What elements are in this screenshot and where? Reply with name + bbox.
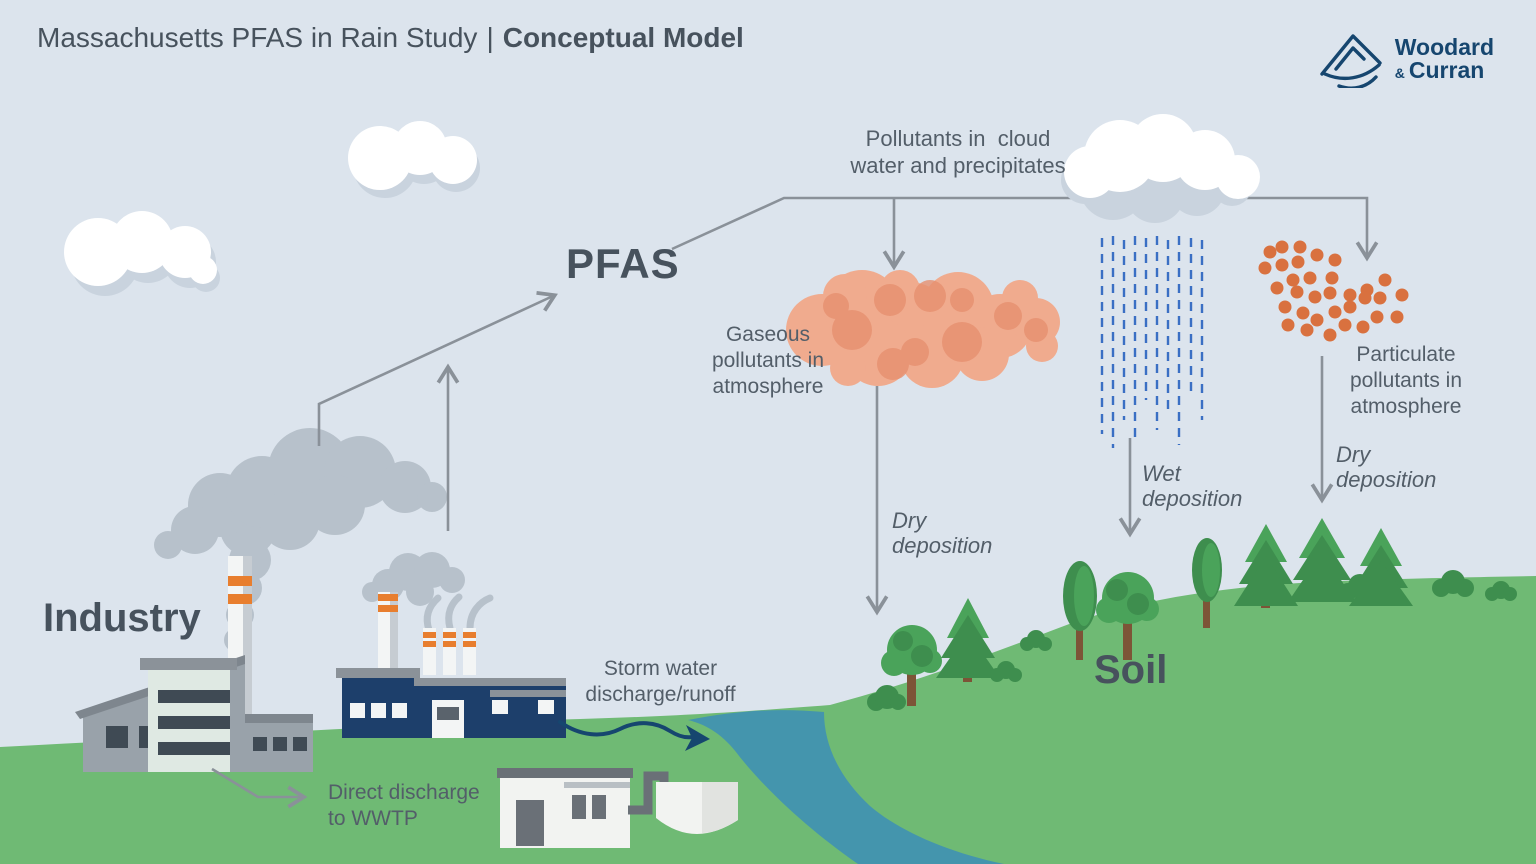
title-main: Massachusetts PFAS in Rain Study	[37, 22, 478, 53]
pathway-arrows	[317, 196, 1379, 616]
arrow-storm-water	[558, 720, 710, 751]
chimney-smoke-wisp	[423, 594, 442, 634]
round-tree	[1096, 572, 1159, 660]
pine-tree	[936, 598, 1000, 682]
pine-tree	[1234, 524, 1298, 608]
soil-label: Soil	[1094, 648, 1168, 692]
cloud-left-upper	[348, 121, 480, 198]
round-tree	[881, 625, 942, 706]
arrow-to-particulate	[1229, 196, 1379, 262]
industry-label: Industry	[43, 596, 201, 640]
river	[688, 710, 1004, 864]
chimney-smoke-wisp	[466, 594, 494, 632]
page-title: Massachusetts PFAS in Rain Study | Concept…	[37, 22, 744, 54]
logo-text: Woodard &Curran	[1395, 36, 1494, 82]
hill-vegetation	[867, 518, 1517, 711]
rain-cloud	[1061, 114, 1260, 223]
bush	[867, 685, 906, 711]
oval-tree	[1192, 538, 1222, 628]
arrow-direct-discharge	[211, 767, 308, 809]
factory-smoke-plume-large	[154, 428, 447, 652]
bush	[1432, 570, 1474, 597]
bush	[1485, 581, 1517, 601]
wwtp-door	[516, 800, 544, 846]
pine-tree	[1288, 518, 1356, 602]
pfas-label: PFAS	[566, 240, 680, 287]
factory-smoke-plume-small	[362, 552, 465, 606]
wet-deposition-label: Wet deposition	[1142, 461, 1243, 512]
dry-deposition-gaseous-label: Dry deposition	[892, 508, 993, 559]
line-pfas-to-cloud	[671, 196, 1077, 251]
particulate-pollutants-label: Particulate pollutants in atmosphere	[1349, 343, 1463, 419]
cloud-left-lower	[64, 211, 220, 296]
title-separator: |	[486, 22, 494, 53]
woodard-curran-logo: Woodard &Curran	[1317, 30, 1494, 88]
woodard-curran-logo-icon	[1320, 34, 1382, 88]
oval-tree	[1063, 561, 1097, 660]
bush	[990, 661, 1022, 682]
rain-dashes	[1100, 236, 1204, 448]
title-subtitle: Conceptual Model	[502, 22, 744, 53]
arrow-smoke-to-pfas	[317, 291, 558, 446]
direct-discharge-label: Direct discharge to WWTP	[328, 781, 480, 831]
dry-deposition-particulate-label: Dry deposition	[1336, 442, 1437, 493]
wwtp	[497, 768, 738, 848]
logo-name-line1: Woodard	[1394, 34, 1494, 60]
gaseous-pollutants-label: Gaseous pollutants in atmosphere	[711, 323, 825, 399]
bush	[1020, 630, 1052, 651]
logo-name-line2: Curran	[1408, 57, 1485, 83]
cloud-pollutants-label: Pollutants in cloud water and precipitat…	[850, 126, 1066, 179]
factory-navy	[336, 592, 566, 738]
storm-water-label: Storm water discharge/runoff	[585, 657, 736, 707]
particulate-pollutant-dots	[1258, 240, 1409, 342]
logo-ampersand: &	[1394, 65, 1405, 81]
chimneys-small	[423, 628, 476, 675]
bush	[1339, 574, 1381, 601]
gaseous-pollutant-blob	[786, 270, 1060, 388]
chimney-smoke-wisp	[445, 593, 463, 632]
factory-gray-complex	[75, 556, 313, 772]
